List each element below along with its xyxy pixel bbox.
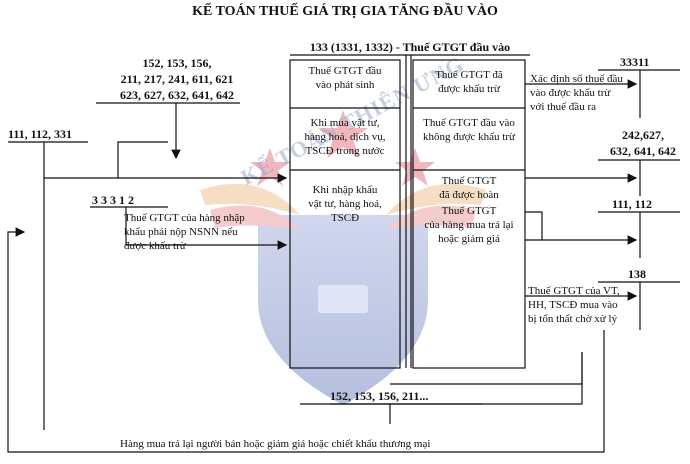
right-entry-4: Thuế GTGT của hàng mua trả lại hoặc giảm… xyxy=(424,205,514,245)
right-entry-1: Thuế GTGT đã được khấu trừ xyxy=(435,69,503,95)
left-entry-3: Khi nhập khẩu vật tư, hàng hoá, TSCĐ xyxy=(308,184,382,224)
note-loss: Thuế GTGT của VT, HH, TSCĐ mua vào bị tổ… xyxy=(528,285,620,325)
left-column-box xyxy=(289,59,401,369)
left-entry-2: Khi mua vật tư, hàng hoá, dịch vụ, TSCĐ … xyxy=(304,117,386,157)
main-account-title: 133 (1331, 1332) - Thuế GTGT đầu vào xyxy=(309,40,511,54)
account-111-112: 111, 112 xyxy=(612,197,653,211)
account-111-112-331: 111, 112, 331 xyxy=(8,127,73,141)
right-entry-3: Thuế GTGT đã được hoàn xyxy=(439,175,499,201)
account-bottom-group: 152, 153, 156, 211... xyxy=(330,389,429,403)
right-entry-2: Thuế GTGT đầu vào không được khấu trừ xyxy=(423,117,515,143)
star-icon xyxy=(250,148,290,186)
right-column-box xyxy=(412,59,526,369)
account-152-group: 152, 153, 156, 211, 217, 241, 611, 621 6… xyxy=(120,56,234,102)
account-33312: 3 3 3 1 2 xyxy=(92,193,134,207)
account-33311: 33311 xyxy=(620,55,650,69)
note-bottom: Hàng mua trả lại người bán hoặc giảm giá… xyxy=(120,438,431,450)
account-242-group: 242,627, 632, 641, 642 xyxy=(610,128,676,158)
page-title: KẾ TOÁN THUẾ GIÁ TRỊ GIA TĂNG ĐẦU VÀO xyxy=(192,4,498,19)
star-icon xyxy=(318,110,368,158)
star-icon xyxy=(395,148,435,186)
account-138: 138 xyxy=(628,267,646,281)
note-offset: Xác định số thuế đầu vào được khấu trừ v… xyxy=(530,73,623,113)
note-import-vat: Thuế GTGT của hàng nhập khẩu phải nộp NS… xyxy=(124,212,245,252)
left-entry-1: Thuế GTGT đầu vào phát sinh xyxy=(308,65,382,91)
